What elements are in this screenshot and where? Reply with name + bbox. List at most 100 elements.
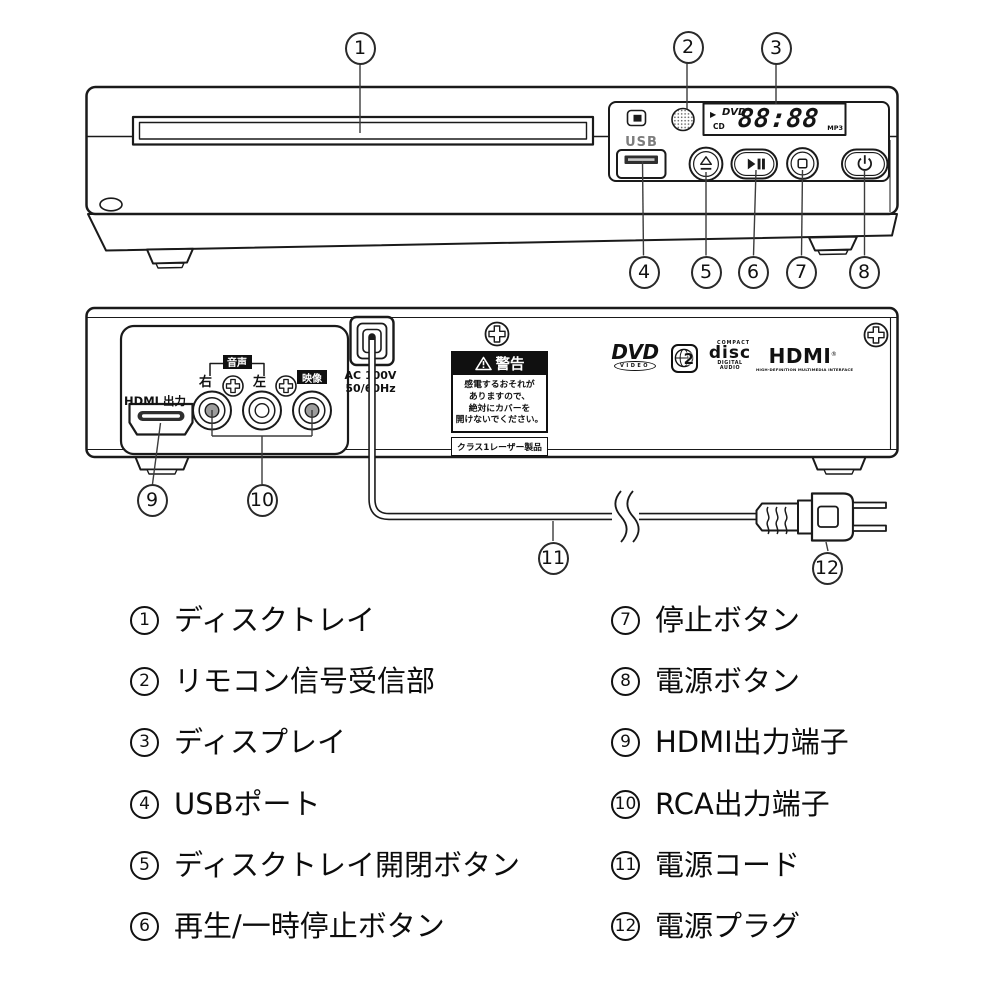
- warning-icon: [474, 356, 492, 370]
- mp3-indicator: MP3: [827, 124, 843, 132]
- power-icon: [857, 157, 872, 171]
- legend-number: 6: [130, 911, 159, 941]
- dvd-indicator: DVD: [722, 107, 747, 118]
- legend-label: ディスクトレイ開閉ボタン: [174, 848, 520, 882]
- callout-5: 5: [690, 255, 722, 289]
- front-base: [87, 213, 898, 252]
- hdmi-port: [128, 402, 194, 436]
- front-view: [85, 63, 899, 269]
- warning-label: 警告 感電するおそれが ありますので、 絶対にカバーを 開けないでください。 ク…: [451, 351, 548, 457]
- screw-icon: [863, 322, 889, 348]
- front-foot-right: [808, 235, 858, 252]
- legend-label: 電源プラグ: [655, 909, 801, 943]
- disc-tray: [131, 115, 595, 146]
- compact-disc-logo: COMPACT disc DIGITAL AUDIO: [707, 341, 753, 371]
- callout-6: 6: [737, 255, 769, 289]
- legend-item-11: 11 電源コード: [611, 848, 800, 882]
- callout-3: 3: [760, 31, 792, 65]
- display-digits: 88:88: [736, 104, 821, 134]
- warning-title: 警告: [495, 356, 525, 373]
- legend-item-6: 6 再生/一時停止ボタン: [130, 909, 445, 943]
- legend-number: 4: [130, 789, 159, 819]
- legend-item-4: 4 USBポート: [130, 787, 321, 821]
- legend-label: リモコン信号受信部: [174, 664, 436, 698]
- warning-line: 開けないでください。: [455, 415, 544, 426]
- callout-12: 12: [811, 551, 843, 585]
- audio-label-badge: 音声: [222, 355, 252, 369]
- legend-item-5: 5 ディスクトレイ開閉ボタン: [130, 848, 520, 882]
- hdmi-out-label: HDMI 出力: [124, 394, 186, 408]
- legend-number: 2: [130, 666, 159, 696]
- ac-rating-line2: 50/60Hz: [345, 382, 396, 395]
- back-foot-right-tier: [823, 468, 855, 475]
- callout-7: 7: [785, 255, 817, 289]
- legend-item-7: 7 停止ボタン: [611, 603, 800, 637]
- stop-icon: [797, 158, 808, 169]
- legend-item-3: 3 ディスプレイ: [130, 725, 346, 759]
- cd-logo-sub-text: DIGITAL AUDIO: [717, 361, 743, 371]
- legend-number: 1: [130, 605, 159, 635]
- registered-mark: ®: [830, 351, 838, 358]
- legend-label: 電源コード: [655, 848, 801, 882]
- cd-logo-text: disc: [708, 343, 752, 363]
- play-indicator: ▶: [710, 110, 717, 119]
- legend-label: 再生/一時停止ボタン: [174, 909, 445, 943]
- front-foot-right-tier: [817, 249, 849, 256]
- warning-body: 感電するおそれが ありますので、 絶対にカバーを 開けないでください。: [451, 375, 548, 434]
- remote-sensor: [671, 107, 695, 132]
- legend-label: 停止ボタン: [655, 603, 801, 637]
- display-panel: ▶ DVD CD 88:88 MP3: [703, 103, 846, 135]
- hdmi-logo: HDMI® HIGH-DEFINITION MULTIMEDIA INTERFA…: [756, 344, 854, 372]
- callout-2: 2: [672, 30, 704, 64]
- ac-rating-label: AC 100V 50/60Hz: [342, 369, 399, 396]
- warning-line: ありますので、: [468, 391, 531, 402]
- region-2-logo: 2: [671, 344, 698, 373]
- cd-indicator: CD: [713, 122, 725, 131]
- legend-number: 11: [611, 850, 640, 880]
- legend-label: ディスプレイ: [174, 725, 346, 759]
- legend-label: RCA出力端子: [655, 787, 830, 821]
- legend-number: 12: [611, 911, 640, 941]
- legend-label: 電源ボタン: [655, 664, 801, 698]
- legend-number: 5: [130, 850, 159, 880]
- legend-number: 10: [611, 789, 640, 819]
- callout-8: 8: [848, 255, 880, 289]
- legend-item-8: 8 電源ボタン: [611, 664, 800, 698]
- callout-11: 11: [537, 541, 569, 575]
- warning-header: 警告: [451, 351, 548, 375]
- screw-icon: [222, 375, 244, 397]
- region-code: 2: [683, 350, 694, 368]
- leader-lines-back: [151, 410, 313, 485]
- legend-item-10: 10 RCA出力端子: [611, 787, 830, 821]
- dvd-logo-video-text: VIDEO: [614, 361, 656, 371]
- legend-number: 9: [611, 727, 640, 757]
- display-window: [702, 102, 847, 136]
- play-pause-icon: [747, 158, 756, 170]
- cd-logo-top-text: COMPACT: [717, 341, 750, 346]
- legend-item-2: 2 リモコン信号受信部: [130, 664, 435, 698]
- legend-item-9: 9 HDMI出力端子: [611, 725, 849, 759]
- warning-line: 絶対にカバーを: [468, 403, 531, 414]
- usb-label: USB: [625, 135, 658, 150]
- dvd-logo-text: DVD: [611, 340, 659, 364]
- callout-9: 9: [136, 483, 168, 517]
- legend-label: USBポート: [174, 787, 321, 821]
- video-label-badge: 映像: [297, 370, 327, 385]
- legend-number: 7: [611, 605, 640, 635]
- globe-icon: [674, 348, 694, 368]
- hdmi-logo-text: HDMI: [768, 344, 832, 368]
- legend-number: 8: [611, 666, 640, 696]
- hdmi-logo-sub-text: HIGH-DEFINITION MULTIMEDIA INTERFACE: [756, 367, 854, 372]
- screw-icon: [484, 321, 510, 347]
- ac-inlet: [349, 315, 395, 367]
- legend-label: ディスクトレイ: [174, 603, 375, 637]
- callout-1: 1: [344, 31, 376, 65]
- dvd-video-logo: DVD VIDEO: [610, 340, 660, 371]
- right-channel-label: 右: [199, 375, 213, 390]
- legend-item-12: 12 電源プラグ: [611, 909, 800, 943]
- front-foot-left-tier: [155, 262, 185, 269]
- legend-item-1: 1 ディスクトレイ: [130, 603, 375, 637]
- warning-line: 感電するおそれが: [464, 380, 535, 390]
- callout-4: 4: [628, 255, 660, 289]
